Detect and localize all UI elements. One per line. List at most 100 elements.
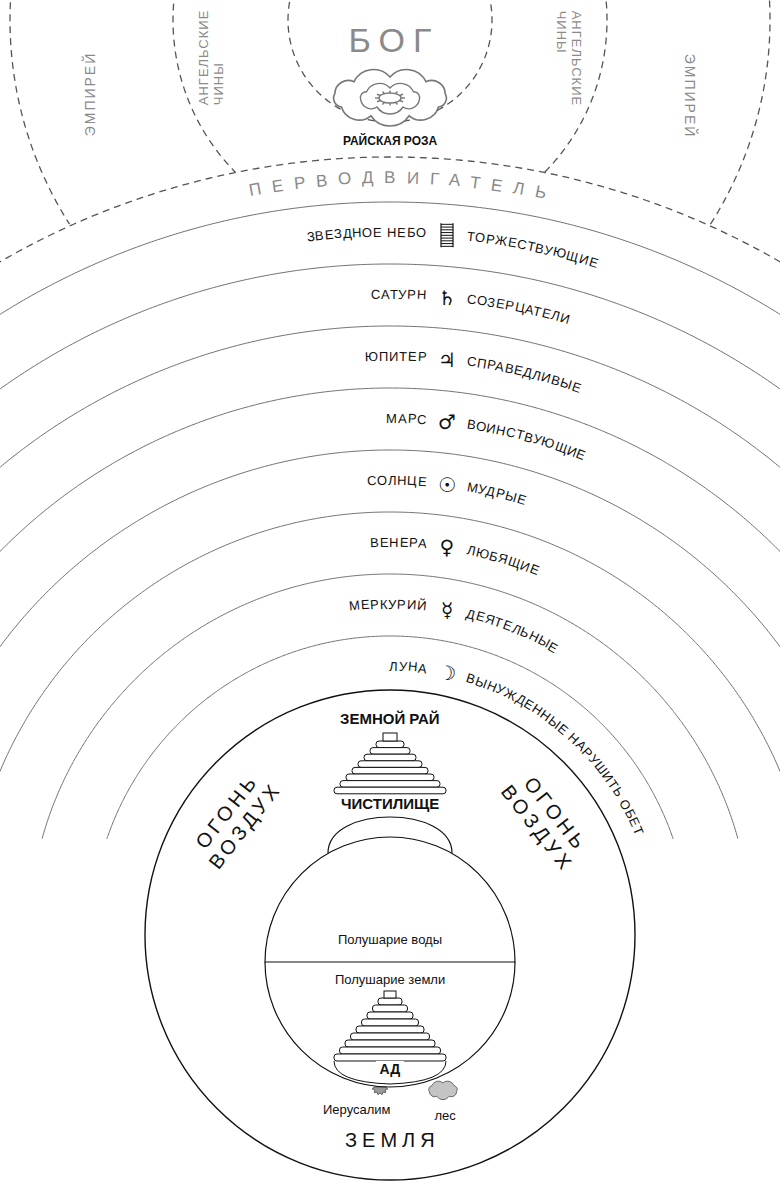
arc-letter: М (349, 599, 362, 615)
arc-letter: А (417, 661, 428, 677)
arc-letter: Р (397, 598, 407, 613)
sphere-arc (0, 326, 780, 470)
arc-letter: И (406, 168, 430, 188)
arc-letter: Н (389, 535, 399, 550)
arc-letter: В (316, 170, 339, 191)
arc-letter: С (416, 412, 427, 428)
land-hemisphere: Полушарие землиАД (265, 962, 515, 1087)
empyrean-boundary (0, 157, 780, 265)
arc-letter (383, 226, 388, 241)
arc-letter: В (384, 168, 406, 188)
arc-letter: Л (389, 659, 399, 674)
arc-letter: П (247, 178, 273, 201)
place-label: лес (435, 1109, 456, 1124)
arc-letter: Е (408, 350, 418, 365)
sphere-arc (0, 450, 780, 653)
arc-letter: О (362, 226, 373, 241)
arc-letter: Е (380, 535, 390, 550)
arc-letter: Е (360, 598, 371, 614)
planet-symbol: ♂ (438, 412, 456, 432)
arc-letter: И (406, 598, 417, 614)
arc-letter: К (380, 597, 389, 612)
earth-name: ЗЕМЛЯ (340, 1129, 440, 1152)
place-name: ЧИСТИЛИЩЕ (337, 795, 443, 812)
purgatory-mountain: ЗЕМНОЙ РАЙ ЧИСТИЛИЩЕ (318, 704, 462, 856)
arc-letter: Ь (533, 182, 559, 206)
arc-letter: Е (490, 175, 515, 198)
arc-letter: Н (397, 474, 408, 489)
arc-letter: Р (407, 288, 417, 303)
heaven-dashed-arc (173, 0, 607, 172)
soul-group: СПРАВЕДЛИВЫЕ (466, 355, 584, 397)
soul-group: ТОРЖЕСТВУЮЩИЕ (466, 230, 600, 272)
planet-symbol: ♄ (438, 288, 456, 308)
soul-group: ВОИНСТВУЮЩИЕ (466, 417, 589, 464)
arc-letter: Й (416, 599, 428, 615)
region-name: ЭМПИРЕЙ (82, 52, 98, 139)
purg-outline (318, 704, 462, 856)
arc-letter: Р (417, 350, 427, 365)
arc-letter: А (448, 170, 471, 191)
god-region: БОГ (338, 18, 443, 63)
arc-letter: А (381, 288, 390, 303)
angel-orders-region: АНГЕЛЬСКИЕ ЧИНЫ (194, 7, 230, 110)
arc-letter: Л (511, 178, 536, 201)
heaven-dashed-arc (288, 0, 492, 122)
arc-letter: Б (407, 226, 417, 241)
arc-letter: О (338, 169, 363, 190)
soul-group: ДЕЯТЕЛЬНЫЕ (465, 607, 561, 657)
arc-letter: А (398, 412, 408, 427)
region-name: БОГ (341, 21, 440, 60)
sphere-arc (0, 264, 780, 392)
arc-letter: О (474, 231, 487, 247)
sphere-name: СОЛНЦЕ (367, 473, 428, 489)
heaven-sphere-band: МЕРКУРИЙ☿ДЕЯТЕЛЬНЫЕ (346, 594, 564, 660)
heaven-sphere-band: МАРС♂ВОИНСТВУЮЩИЕ (383, 409, 591, 468)
hell-funnel: АД (328, 986, 452, 1084)
arc-letter: Е (399, 536, 409, 551)
soul-group: СОЗЕРЦАТЕЛИ (466, 292, 572, 328)
heaven-sphere-band: ВЕНЕРА♀ЛЮБЯЩИЕ (367, 532, 544, 582)
arc-letter: Ю (365, 350, 379, 365)
planet-symbol: ☉ (438, 475, 456, 495)
sphere-name: ПЕРВОДВИГАТЕЛЬ (247, 168, 558, 206)
arc-letter: Е (324, 228, 334, 244)
arc-letter: А (417, 536, 428, 552)
arc-letter: Е (373, 226, 383, 241)
sphere-arc (0, 388, 780, 555)
region-name: АНГЕЛЬСКИЕ ЧИНЫ (197, 10, 227, 107)
arc-letter: Е (271, 174, 296, 197)
soul-group: МУДРЫЕ (465, 480, 528, 509)
arc-letter: Т (469, 172, 493, 194)
element-name: ОГОНЬ ВОЗДУХ (184, 763, 287, 877)
place-name: ЗЕМНОЙ РАЙ (340, 710, 440, 727)
arc-letter: У (398, 660, 408, 675)
sphere-name: МЕРКУРИЙ (349, 597, 428, 614)
arc-letter: Л (388, 473, 397, 488)
heaven-sphere-band: СОЛНЦЕ ☉ МУДРЫЕ (364, 470, 531, 511)
arc-letter: Е (397, 226, 407, 241)
arc-letter: Р (370, 598, 380, 613)
arc-letter: Д (342, 227, 352, 242)
place-name: АД (376, 1061, 405, 1077)
arc-letter: У (388, 597, 397, 612)
arc-letter: Т (390, 287, 399, 302)
arc-letter: У (398, 288, 407, 303)
sphere-arc (107, 636, 673, 839)
place-label: Иерусалим (323, 1103, 391, 1118)
planet-symbol: ☽ (438, 663, 456, 683)
arc-letter: Е (417, 474, 428, 490)
arc-letter: Г (429, 169, 449, 190)
sphere-arc (0, 512, 780, 783)
planet-symbol: ♃ (438, 350, 456, 370)
forest-mark (429, 1081, 457, 1099)
arc-letter: Д (362, 168, 385, 188)
planet-symbol: ☿ (441, 600, 453, 620)
region-name: АНГЕЛЬСКИЕ ЧИНЫ (553, 10, 583, 107)
arc-letter: Н (416, 288, 427, 303)
arc-letter: И (389, 349, 399, 364)
heaven-sphere-band: САТУРН♄СОЗЕРЦАТЕЛИ (368, 285, 575, 331)
arc-letter: Н (352, 226, 363, 241)
arc-letter: Р (293, 172, 317, 194)
